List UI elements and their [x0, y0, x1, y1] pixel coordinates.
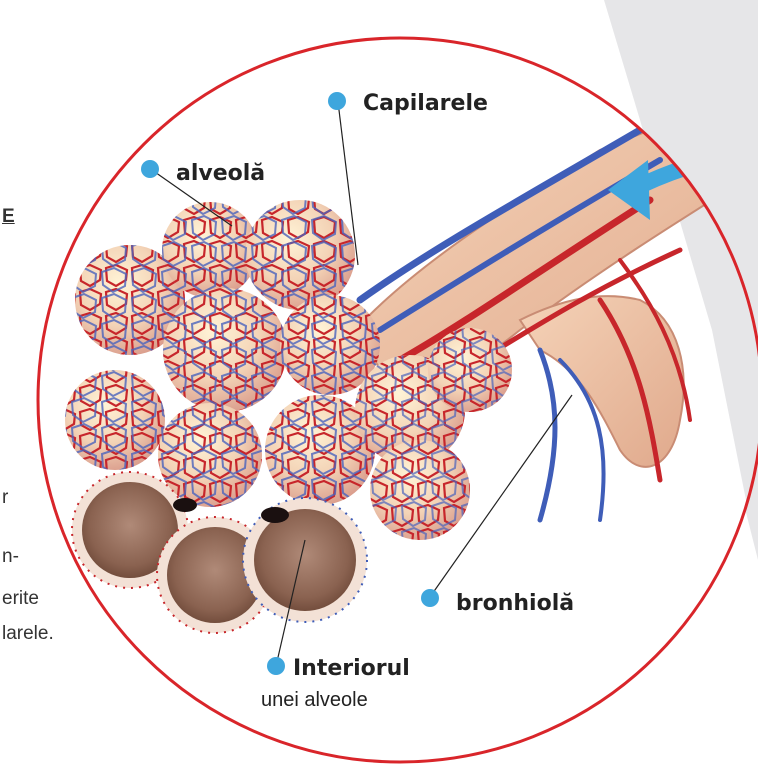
label-capilarele: Capilarele [363, 91, 488, 116]
label-alveola: alveolă [176, 161, 265, 186]
left-text-fragment: larele. [2, 623, 54, 645]
label-interiorul-subtitle: unei alveole [261, 689, 368, 712]
left-text-fragment: E [2, 206, 15, 228]
left-text-fragment: r [2, 487, 8, 509]
left-text-fragment: erite [2, 588, 39, 610]
left-text-fragment: n- [2, 546, 19, 568]
label-interiorul: Interiorul [293, 656, 410, 681]
label-bronhiola: bronhiolă [456, 591, 574, 616]
